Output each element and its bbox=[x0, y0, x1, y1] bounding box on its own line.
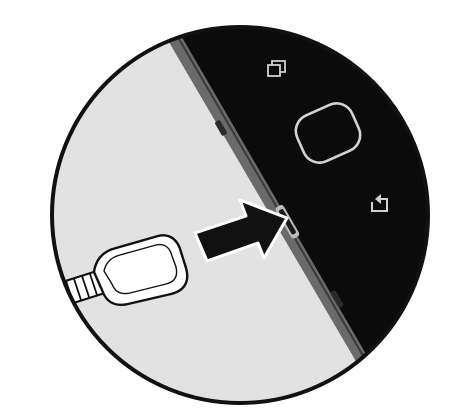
edge-detail bbox=[215, 120, 227, 136]
plug-inner-outline bbox=[103, 243, 178, 295]
magnifier-circle bbox=[50, 25, 430, 405]
recent-apps-icon bbox=[267, 60, 286, 77]
edge-detail bbox=[330, 290, 344, 308]
insert-arrow bbox=[193, 198, 289, 263]
usb-c-plug bbox=[92, 234, 189, 306]
phone-body bbox=[172, 27, 428, 403]
back-icon bbox=[371, 194, 388, 212]
home-button bbox=[294, 102, 362, 164]
